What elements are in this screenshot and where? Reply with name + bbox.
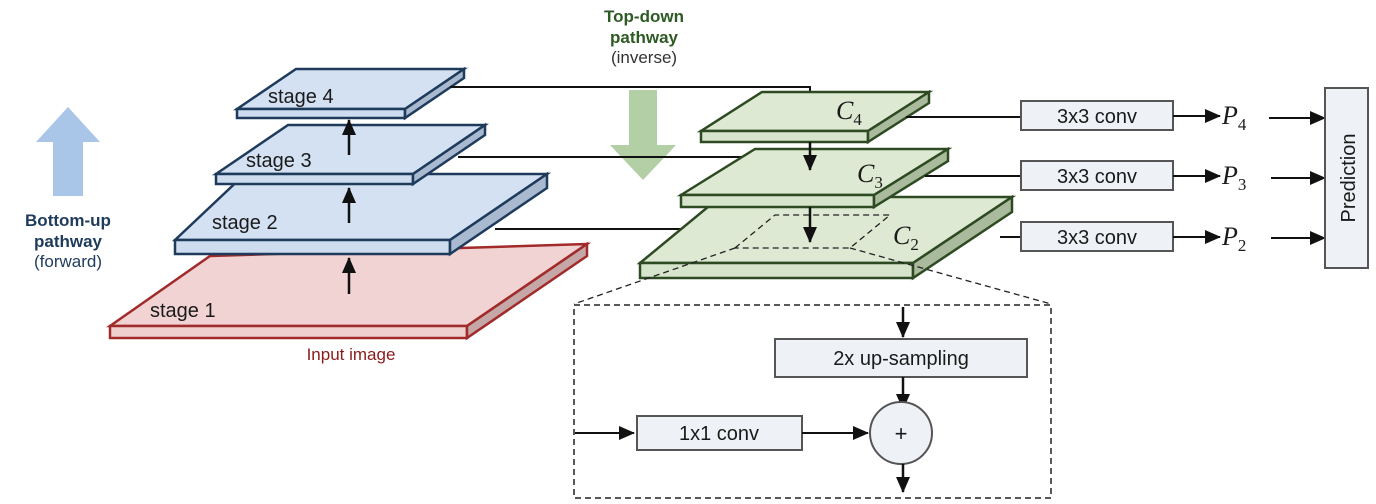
- upsample-label: 2x up-sampling: [833, 348, 969, 370]
- input-image-label: Input image: [307, 345, 396, 364]
- stage-4-label: stage 4: [268, 86, 334, 108]
- stage-2-label: stage 2: [212, 212, 278, 234]
- prediction-label: Prediction: [1338, 134, 1360, 223]
- p3-label: P3: [1221, 161, 1246, 194]
- c2-layer: [636, 194, 1017, 281]
- top-down-title-line1: Top-down: [604, 7, 684, 26]
- conv3x3-box-p3: 3x3 conv: [1020, 160, 1174, 191]
- stage-3-label: stage 3: [246, 150, 312, 172]
- sum-node: +: [869, 401, 933, 465]
- conv1x1-label: 1x1 conv: [679, 423, 759, 445]
- prediction-box: Prediction: [1324, 87, 1369, 269]
- stage-2-layer: [171, 171, 552, 257]
- conv3x3-label: 3x3 conv: [1057, 227, 1137, 249]
- bottom-up-title-line1: Bottom-up: [25, 211, 111, 230]
- stage-1-label: stage 1: [150, 300, 216, 322]
- bottom-up-subtitle: (forward): [34, 252, 102, 271]
- detail-inset-box: [573, 304, 1052, 499]
- plus-icon: +: [895, 421, 908, 446]
- conv3x3-box-p4: 3x3 conv: [1020, 100, 1174, 131]
- p4-label: P4: [1221, 101, 1247, 134]
- c4-label: C4: [836, 96, 862, 129]
- bottom-up-title-line2: pathway: [34, 232, 103, 251]
- c4-layer: [696, 89, 934, 145]
- upsample-box: 2x up-sampling: [774, 338, 1028, 378]
- conv3x3-box-p2: 3x3 conv: [1020, 221, 1174, 252]
- zoom-projection-left: [573, 247, 736, 305]
- top-down-arrow-icon: [610, 90, 676, 180]
- c3-layer: [676, 146, 953, 210]
- top-down-title-line2: pathway: [610, 28, 679, 47]
- conv3x3-label: 3x3 conv: [1057, 166, 1137, 188]
- bottom-up-arrow-icon: [36, 107, 100, 196]
- p2-label: P2: [1221, 222, 1246, 255]
- top-down-subtitle: (inverse): [611, 48, 677, 67]
- stage-3-layer: [211, 122, 490, 187]
- conv3x3-label: 3x3 conv: [1057, 106, 1137, 128]
- c2-label: C2: [893, 221, 919, 254]
- conv1x1-box: 1x1 conv: [636, 415, 803, 451]
- c3-label: C3: [857, 159, 883, 192]
- stage-4-layer: [232, 66, 469, 121]
- zoom-projection-right: [849, 247, 1052, 305]
